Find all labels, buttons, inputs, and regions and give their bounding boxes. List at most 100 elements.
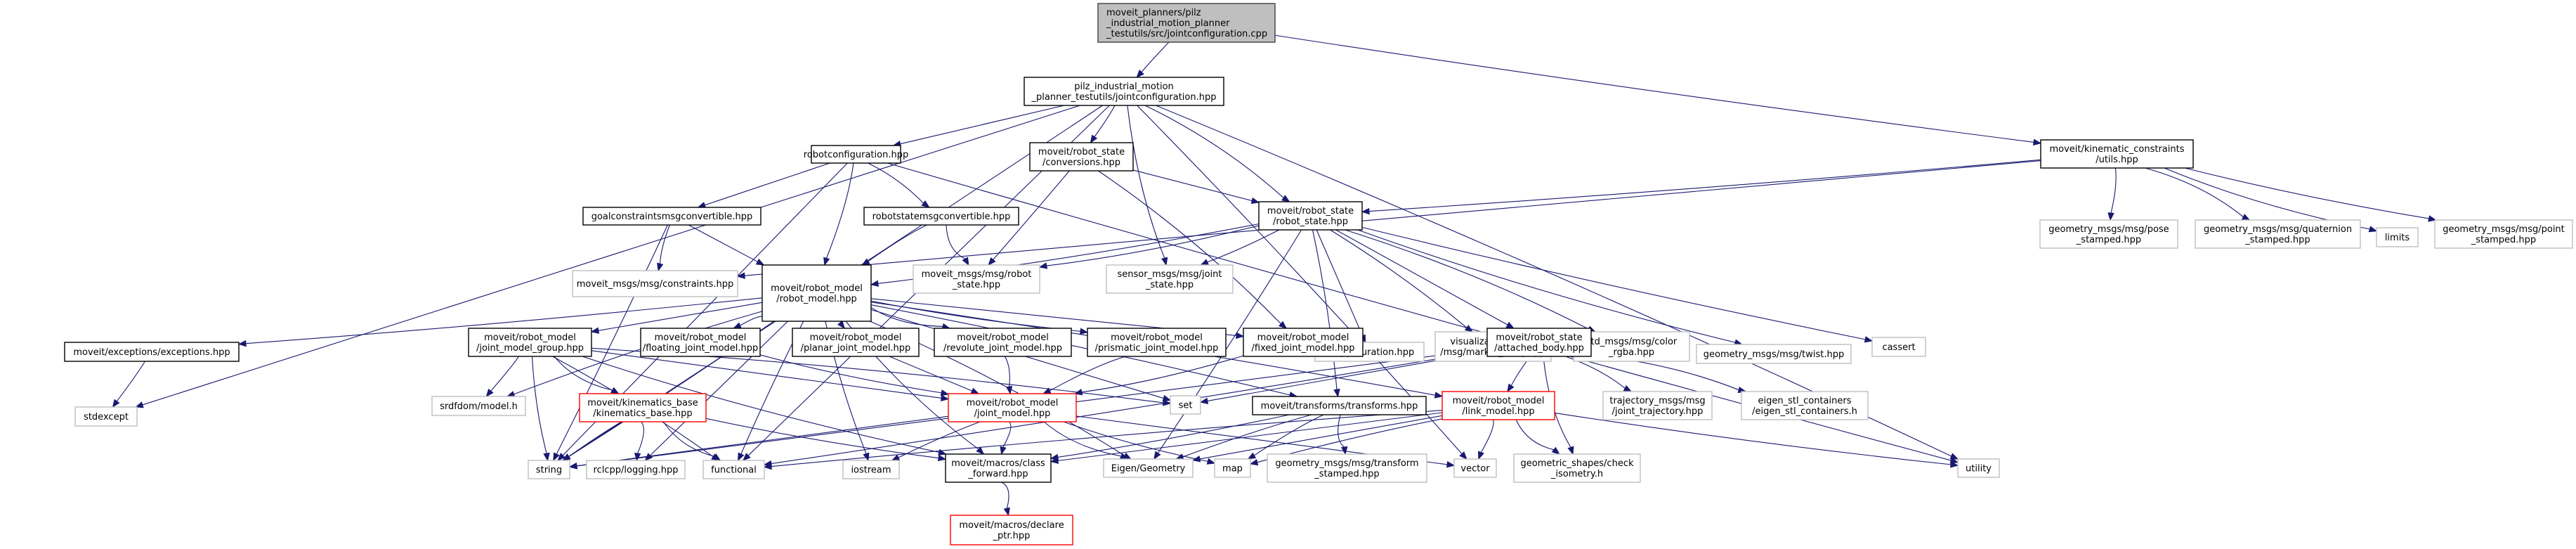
edge-line <box>1515 419 1555 451</box>
node-label-line: robotstatemsgconvertible.hpp <box>872 212 1011 222</box>
node-kinematic-constraints-utils[interactable]: moveit/kinematic_constraints/utils.hpp <box>2040 139 2194 169</box>
node-declare-ptr[interactable]: moveit/macros/declare_ptr.hpp <box>950 515 1073 545</box>
edge-line <box>1063 421 1208 462</box>
node-label-line: /utils.hpp <box>2096 155 2138 165</box>
node-label-line: /joint_model.hpp <box>974 408 1051 419</box>
node-label-line: moveit/robot_state <box>1496 332 1582 343</box>
node-box <box>1267 453 1427 483</box>
node-attached-body[interactable]: moveit/robot_state/attached_body.hpp <box>1486 328 1592 357</box>
node-robot-model[interactable]: moveit/robot_model/robot_model.hpp <box>761 264 872 322</box>
node-label-line: utility <box>1966 464 1992 474</box>
arrowhead-icon <box>937 454 947 462</box>
node-link-model[interactable]: moveit/robot_model/link_model.hpp <box>1441 391 1555 420</box>
edge-line <box>1144 105 1284 198</box>
node-label-line: functional <box>711 465 757 476</box>
node-box <box>586 460 686 479</box>
node-box <box>74 406 138 427</box>
node-joint-state-msg: sensor_msgs/msg/joint_state.hpp <box>1106 264 1234 294</box>
edge-prismatic_joint-to-joint_model <box>1042 356 1126 394</box>
edge-line <box>868 162 924 204</box>
edge-line <box>1345 229 1589 330</box>
arrowhead-icon <box>1038 262 1048 269</box>
node-transforms[interactable]: moveit/transforms/transforms.hpp <box>1252 396 1427 415</box>
edge-jointconfiguration_hpp-to-robotconfiguration <box>892 105 1064 148</box>
arrowhead-icon <box>1279 321 1288 329</box>
arrowhead-icon <box>1567 446 1574 456</box>
edge-revolute_joint-to-joint_model <box>1004 356 1013 395</box>
node-box <box>2434 219 2573 249</box>
edge-line <box>771 350 1488 465</box>
node-box <box>2040 139 2194 169</box>
arrowhead-icon <box>1623 385 1633 392</box>
edge-link_model-to-vector <box>1478 419 1494 460</box>
node-label-line: moveit/robot_model <box>484 332 576 343</box>
node-goalconstraints[interactable]: goalconstraintsmsgconvertible.hpp <box>582 207 761 226</box>
node-label-line: moveit/robot_state <box>1038 147 1125 157</box>
node-label-line: pilz_industrial_motion <box>1074 82 1174 92</box>
node-joint-model-group[interactable]: moveit/robot_model/joint_model_group.hpp <box>468 328 592 357</box>
node-label-line: /fixed_joint_model.hpp <box>1252 343 1355 354</box>
edge-line <box>1207 229 1280 263</box>
arrowhead-icon <box>1247 452 1257 460</box>
edge-line <box>1046 225 1260 266</box>
edge-line <box>889 356 973 392</box>
arrowhead-icon <box>763 463 772 470</box>
arrowhead-icon <box>1090 134 1098 144</box>
node-class-forward[interactable]: moveit/macros/class_forward.hpp <box>945 453 1052 483</box>
edge-robot_state-to-attached_body <box>1335 229 1515 329</box>
node-label-line: _testutils/src/jointconfiguration.cpp <box>1106 29 1267 39</box>
node-logging: rclcpp/logging.hpp <box>586 460 686 479</box>
node-fixed-joint[interactable]: moveit/robot_model/fixed_joint_model.hpp <box>1243 328 1364 357</box>
node-transform-stamped: geometry_msgs/msg/transform_stamped.hpp <box>1267 453 1427 483</box>
node-box <box>2376 227 2419 247</box>
edge-line <box>1057 414 1290 458</box>
node-robotstatemsg[interactable]: robotstatemsgconvertible.hpp <box>863 207 1019 226</box>
arrowhead-icon <box>135 401 144 408</box>
node-label-line: _isometry.h <box>1550 469 1603 479</box>
node-jointconfiguration-hpp[interactable]: pilz_industrial_motion_planner_testutils… <box>1024 77 1224 106</box>
node-label-line: moveit/macros/declare <box>959 520 1064 531</box>
edge-line <box>490 356 519 392</box>
node-robot-state[interactable]: moveit/robot_state/robot_state.hpp <box>1258 201 1363 231</box>
node-label-line: _rgba.hpp <box>1608 347 1654 358</box>
node-conversions[interactable]: moveit/robot_state/conversions.hpp <box>1029 142 1134 172</box>
edge-line <box>1335 229 1508 325</box>
node-box <box>945 453 1052 483</box>
edge-line <box>1098 170 1281 324</box>
arrowhead-icon <box>891 454 901 461</box>
arrowhead-icon <box>837 320 845 330</box>
edge-line <box>898 421 981 458</box>
arrowhead-icon <box>863 452 870 462</box>
node-box <box>579 393 707 422</box>
edge-goalconstraints-to-constraints_msg <box>657 224 670 272</box>
arrowhead-icon <box>988 257 996 266</box>
arrowhead-icon <box>112 399 120 408</box>
node-floating-joint[interactable]: moveit/robot_model/floating_joint_model.… <box>640 328 761 357</box>
node-kinematics-base[interactable]: moveit/kinematics_base/kinematics_base.h… <box>579 393 707 422</box>
edge-line <box>1157 229 1302 453</box>
node-root[interactable]: moveit_planners/pilz_industrial_motion_p… <box>1097 3 1276 43</box>
arrowhead-icon <box>870 280 880 287</box>
arrowhead-icon <box>921 200 930 208</box>
node-box <box>468 328 592 357</box>
node-prismatic-joint[interactable]: moveit/robot_model/prismatic_joint_model… <box>1087 328 1227 357</box>
arrowhead-icon <box>557 453 565 461</box>
edge-link_model-to-utility <box>1554 412 1959 468</box>
edge-line <box>576 415 949 467</box>
node-joint-model[interactable]: moveit/robot_model/joint_model.hpp <box>948 393 1077 422</box>
arrowhead-icon <box>1005 385 1013 395</box>
node-exceptions[interactable]: moveit/exceptions/exceptions.hpp <box>64 342 240 362</box>
node-label-line: /link_model.hpp <box>1462 406 1534 417</box>
node-robotconfiguration[interactable]: robotconfiguration.hpp <box>804 145 908 164</box>
node-planar-joint[interactable]: moveit/robot_model/planar_joint_model.hp… <box>792 328 920 357</box>
node-label-line: robotconfiguration.hpp <box>804 150 908 160</box>
arrowhead-icon <box>1200 259 1210 266</box>
node-box <box>1106 264 1234 294</box>
node-box <box>640 328 761 357</box>
node-label-line: /revolute_joint_model.hpp <box>943 343 1062 354</box>
node-box <box>1741 391 1869 420</box>
node-revolute-joint[interactable]: moveit/robot_model/revolute_joint_model.… <box>934 328 1072 357</box>
arrowhead-icon <box>1507 383 1515 393</box>
edge-line <box>660 224 670 264</box>
edge-link_model-to-eigen_geometry <box>1191 415 1443 463</box>
